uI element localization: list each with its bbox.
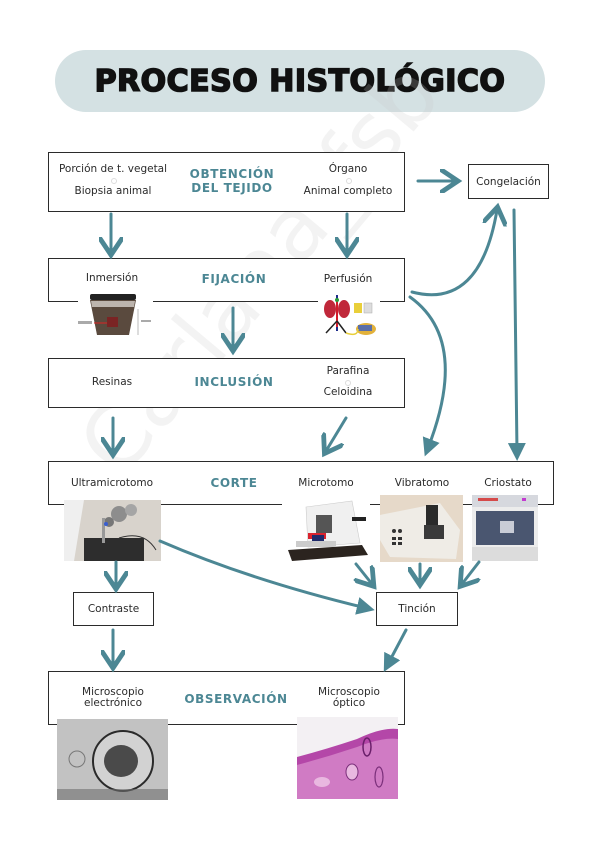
obtencion-right-bottom: Animal completo [303,185,393,197]
obtencion-left-top: Porción de t. vegetal [58,163,168,175]
electron-micrograph [57,719,168,800]
corte-item-microtomo: Microtomo [298,477,354,489]
stage-corte-title: CORTE [210,476,258,490]
separator-dot [111,178,117,184]
obtencion-right-top: Órgano [328,163,368,175]
arrow-criostato-to-tincion [462,560,479,584]
tincion-box: Tinción [376,592,458,626]
page-title: PROCESO HISTOLÓGICO [94,63,506,100]
contraste-box: Contraste [73,592,154,626]
fijacion-right: Perfusión [323,273,373,285]
stage-observacion-title: OBSERVACIÓN [184,692,288,706]
perfusion-diagram-image [318,291,380,339]
corte-item-criostato: Criostato [484,477,532,489]
separator-dot [345,380,351,386]
congelacion-box: Congelación [468,164,549,199]
corte-item-vibratomo: Vibratomo [394,477,450,489]
corte-item-ultramicrotomo: Ultramicrotomo [70,477,154,489]
inclusion-right-top: Parafina [326,365,370,377]
inclusion-left: Resinas [91,376,133,388]
light-micrograph [297,717,398,799]
inclusion-right-bottom: Celoidina [323,386,373,398]
observacion-right: Microscopio óptico [308,686,390,710]
stage-inclusion-title: INCLUSIÓN [194,375,274,389]
arrow-perfusion-to-congelacion [410,210,497,297]
observacion-left: Microscopio electrónico [72,686,154,710]
arrow-tincion-to-observacion [383,628,408,672]
observacion-left-line2: electrónico [83,697,142,710]
observacion-left-line1: Microscopio [82,686,144,698]
arrow-congelacion-to-criostato [507,208,526,461]
arrow-ultramicrotomo-to-tincion [158,539,375,615]
obtencion-left-bottom: Biopsia animal [74,185,152,197]
fijacion-left: Inmersión [85,272,139,284]
beaker-fixation-image [78,293,153,337]
vibratome-photo [380,495,463,562]
title-banner: PROCESO HISTOLÓGICO [55,50,545,112]
arrow-microtomo-to-tincion [356,562,372,584]
microtome-photo [282,495,370,562]
stage-fijacion-title: FIJACIÓN [201,272,267,286]
arrow-perfusion-to-vibratomo [408,295,447,457]
observacion-right-line1: Microscopio [318,686,380,698]
stage-observacion-box [48,671,405,725]
stage-obtencion-title: OBTENCIÓN DEL TEJIDO [182,167,282,196]
cryostat-photo [472,495,538,561]
arrow-parafina-to-microtomo [326,416,348,451]
separator-dot [346,178,352,184]
observacion-right-line2: óptico [332,697,366,710]
stage-obtencion-box [48,152,405,212]
ultramicrotome-photo [64,500,161,561]
stage-obtencion-line1: OBTENCIÓN [189,167,275,181]
stage-obtencion-line2: DEL TEJIDO [191,180,273,195]
